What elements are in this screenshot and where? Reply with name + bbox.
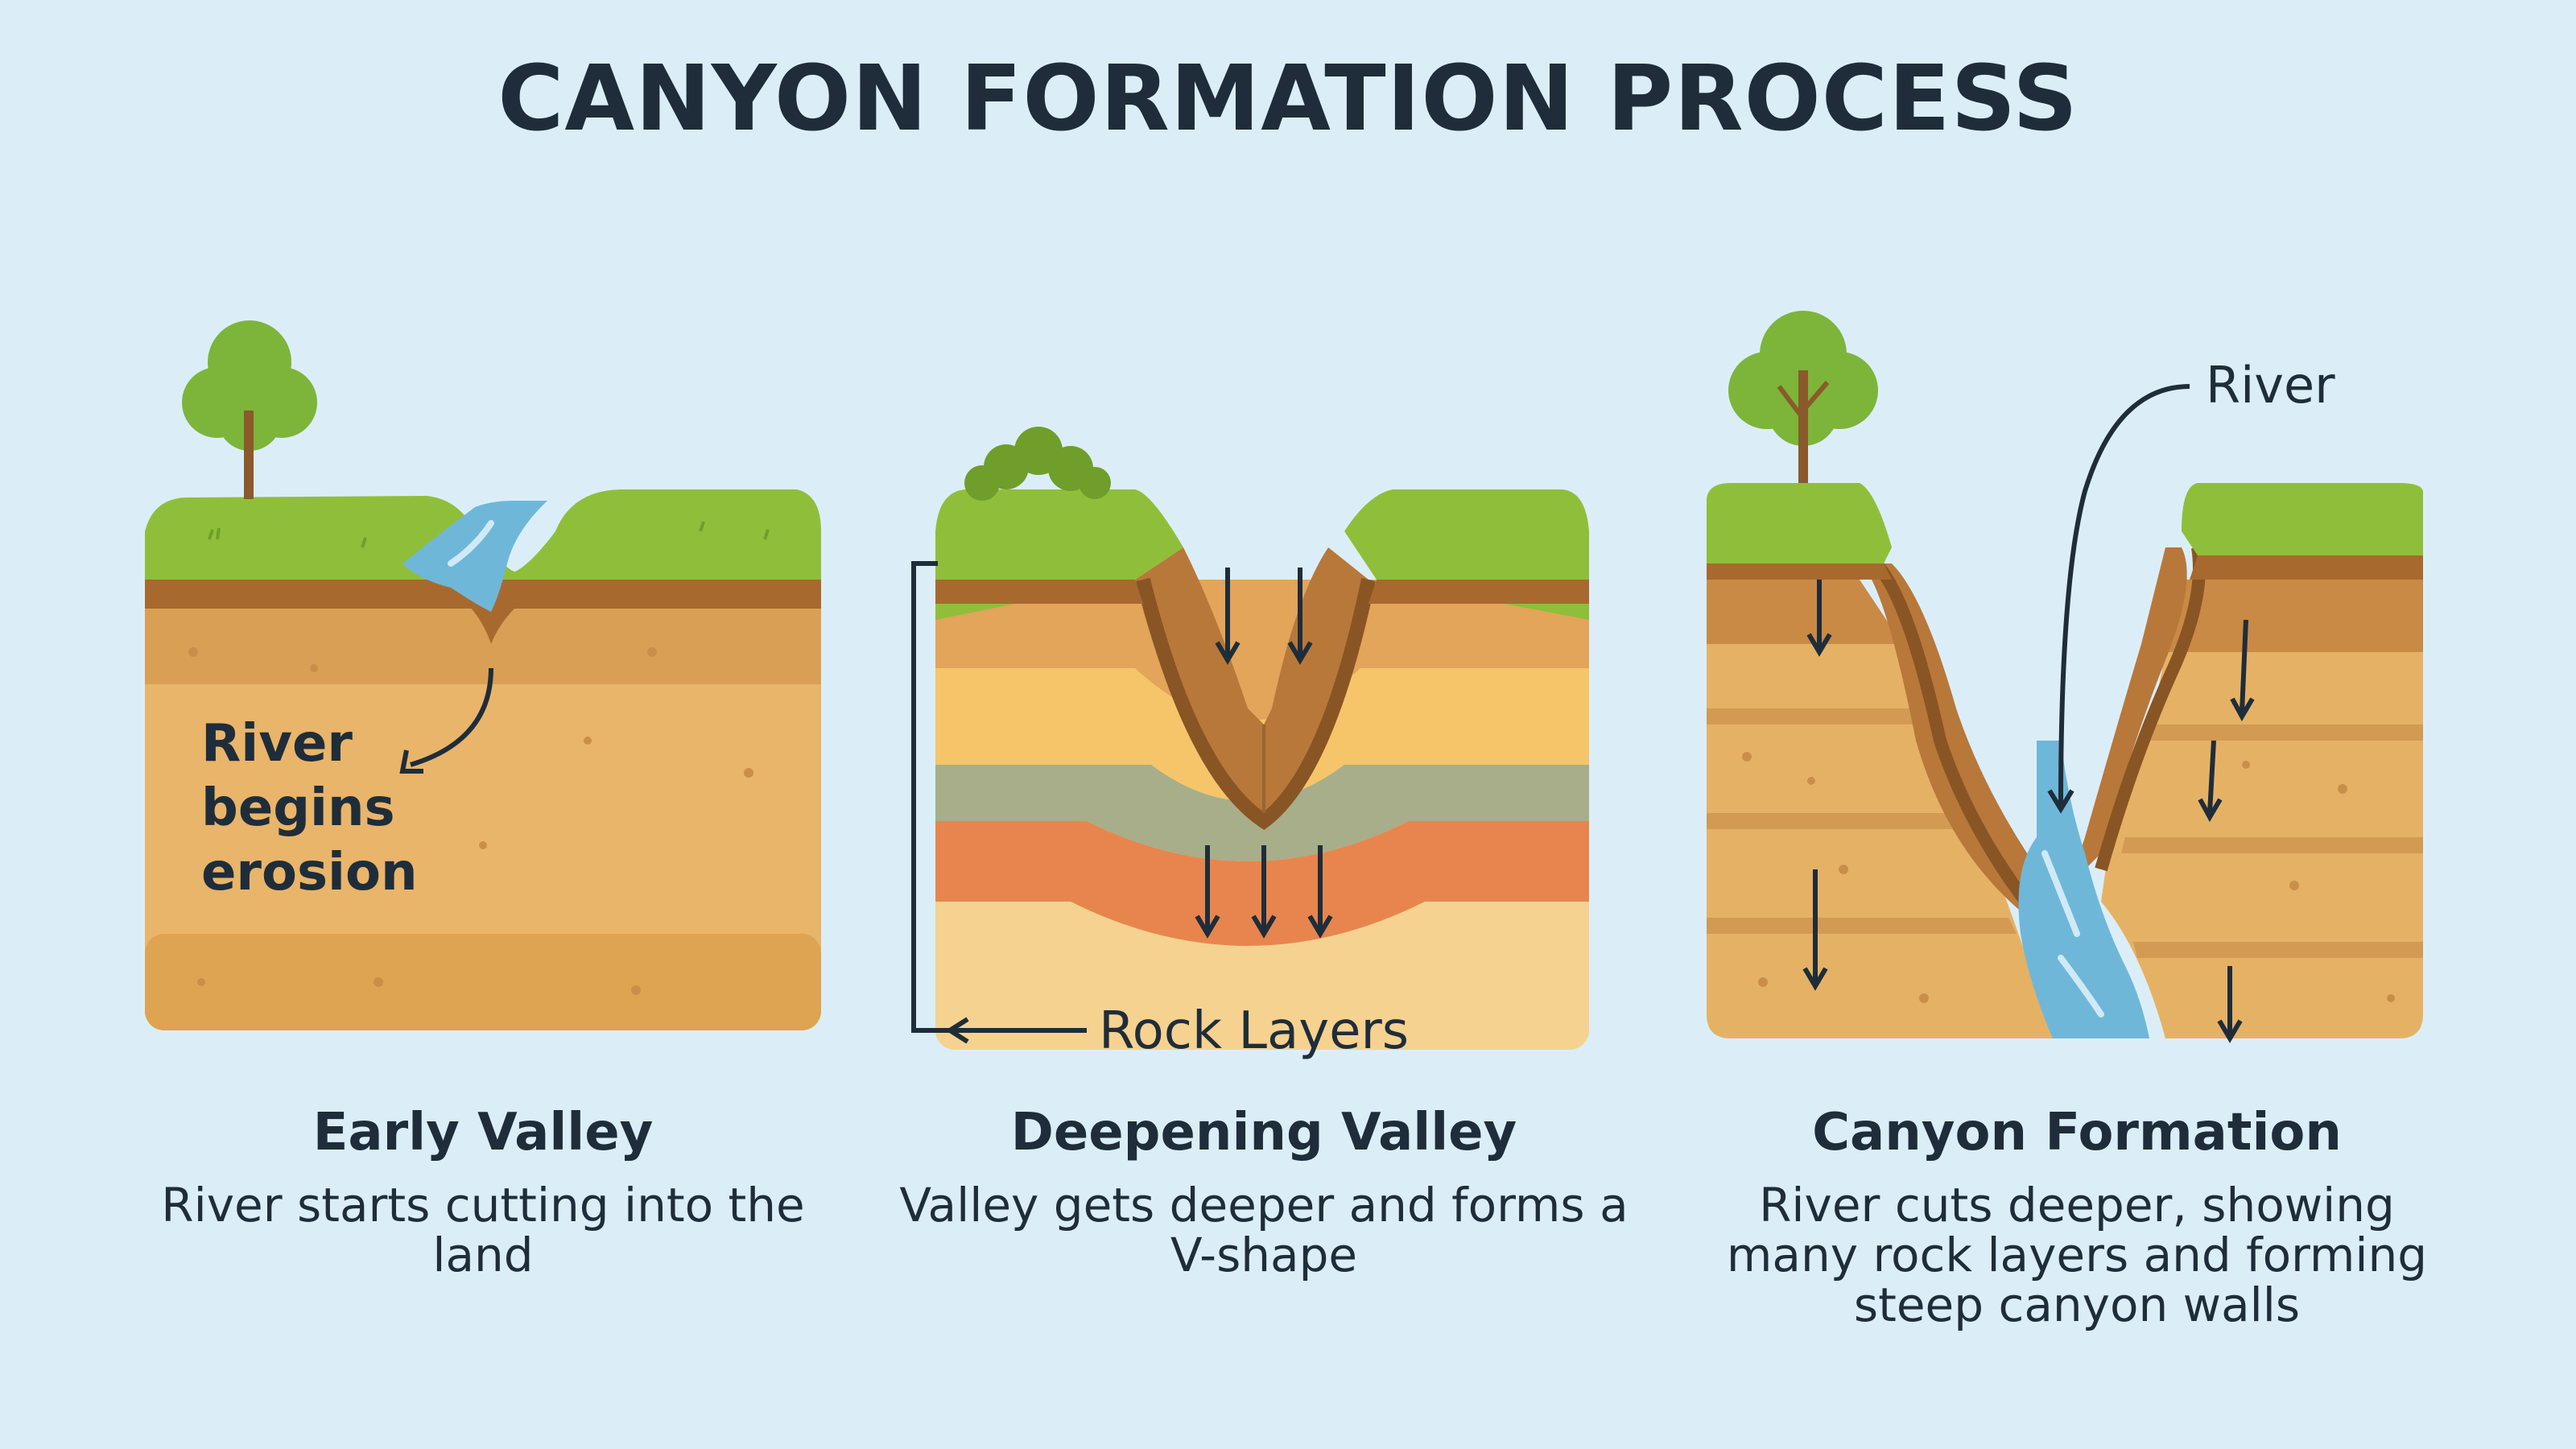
- early-valley-description: River starts cutting into the land: [161, 1178, 805, 1282]
- canyon-formation-illustration: River: [1707, 311, 2423, 1043]
- page-title: CANYON FORMATION PROCESS: [497, 47, 2079, 151]
- deepening-valley-illustration: Rock Layers: [911, 427, 1589, 1061]
- early-valley-caption: Early Valley River starts cutting into t…: [129, 1103, 837, 1280]
- canyon-formation-caption: Canyon Formation River cuts deeper, show…: [1707, 1103, 2447, 1330]
- river-erosion-label-2: begins: [201, 778, 395, 838]
- river-label: River: [2206, 356, 2335, 415]
- early-valley-heading: Early Valley: [312, 1103, 654, 1162]
- canyon-formation-description: River cuts deeper, showing many rock lay…: [1726, 1178, 2428, 1332]
- deepening-valley-description: Valley gets deeper and forms a V-shape: [899, 1178, 1629, 1282]
- deepening-valley-heading: Deepening Valley: [1010, 1103, 1517, 1162]
- rock-layers-label: Rock Layers: [1099, 1001, 1409, 1061]
- canyon-formation-heading: Canyon Formation: [1812, 1103, 2342, 1162]
- early-valley-illustration: River begins erosion: [145, 320, 821, 1030]
- river-erosion-label-1: River: [201, 714, 353, 774]
- river-erosion-label-3: erosion: [201, 843, 418, 902]
- deepening-valley-caption: Deepening Valley Valley gets deeper and …: [894, 1103, 1634, 1280]
